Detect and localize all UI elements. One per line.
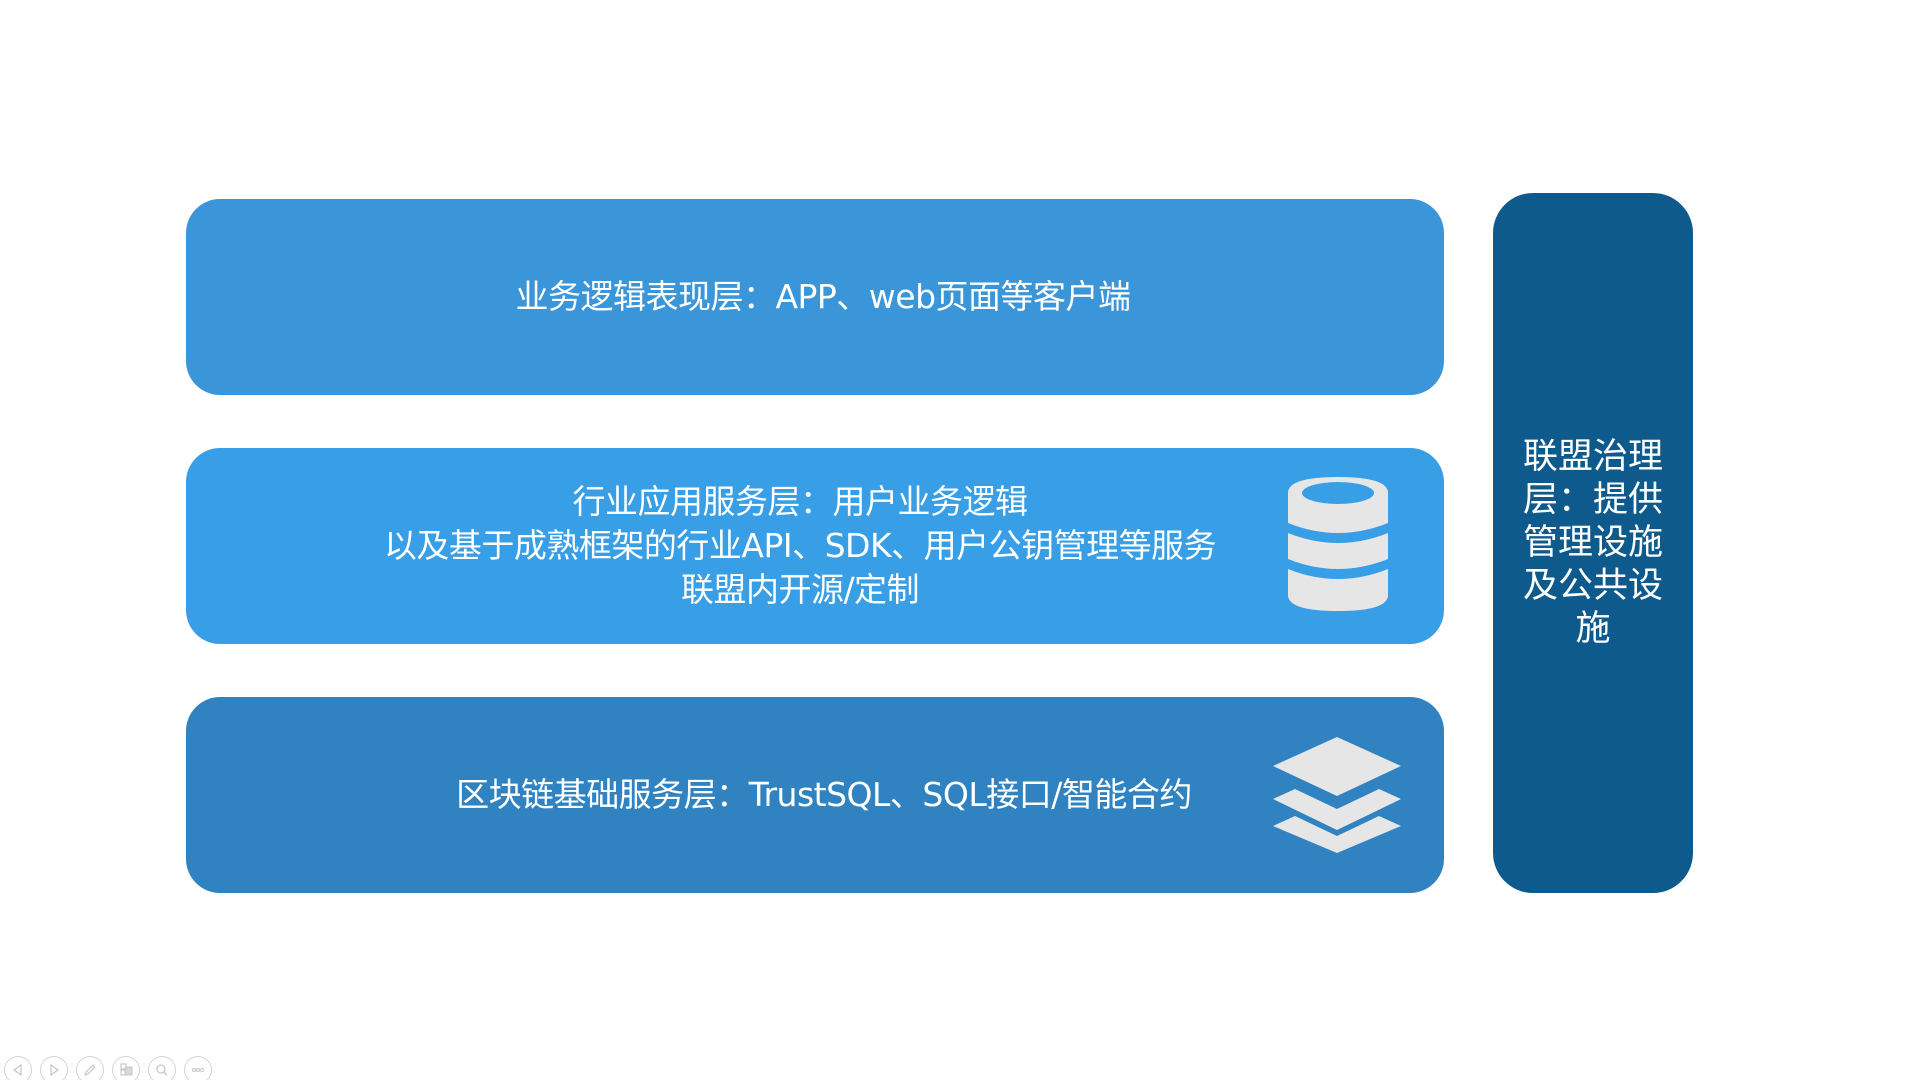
layers-icon	[1273, 737, 1401, 853]
slideshow-controls	[4, 1056, 212, 1080]
ellipsis-icon	[192, 1068, 204, 1072]
application-service-layer-text: 行业应用服务层：用户业务逻辑 以及基于成熟框架的行业API、SDK、用户公钥管理…	[186, 448, 1414, 644]
layer-text-line: 业务逻辑表现层：APP、web页面等客户端	[515, 277, 1131, 316]
presentation-layer-box: 业务逻辑表现层：APP、web页面等客户端	[186, 199, 1444, 395]
zoom-button[interactable]	[148, 1056, 176, 1080]
slides-grid-icon	[120, 1063, 133, 1076]
pen-icon	[84, 1064, 96, 1076]
magnifier-icon	[156, 1064, 168, 1076]
pen-tool-button[interactable]	[76, 1056, 104, 1080]
next-slide-button[interactable]	[40, 1056, 68, 1080]
triangle-right-icon	[50, 1063, 60, 1077]
layer-text-line: 行业应用服务层：用户业务逻辑	[572, 482, 1029, 521]
previous-slide-button[interactable]	[4, 1056, 32, 1080]
governance-layer-box: 联盟治理层：提供管理设施及公共设施	[1493, 193, 1693, 893]
layer-text-line: 以及基于成熟框架的行业API、SDK、用户公钥管理等服务	[383, 526, 1217, 565]
application-service-layer-box: 行业应用服务层：用户业务逻辑 以及基于成熟框架的行业API、SDK、用户公钥管理…	[186, 448, 1444, 644]
more-options-button[interactable]	[184, 1056, 212, 1080]
layer-text-line: 联盟内开源/定制	[680, 570, 920, 609]
presentation-layer-text: 业务逻辑表现层：APP、web页面等客户端	[186, 199, 1460, 395]
layer-text-line: 区块链基础服务层：TrustSQL、SQL接口/智能合约	[456, 775, 1192, 814]
database-icon	[1288, 477, 1388, 611]
triangle-left-icon	[12, 1063, 22, 1077]
blockchain-base-layer-box: 区块链基础服务层：TrustSQL、SQL接口/智能合约	[186, 697, 1444, 893]
governance-layer-text: 联盟治理层：提供管理设施及公共设施	[1522, 436, 1663, 649]
slide-sorter-button[interactable]	[112, 1056, 140, 1080]
blockchain-base-layer-text: 区块链基础服务层：TrustSQL、SQL接口/智能合约	[186, 697, 1462, 893]
